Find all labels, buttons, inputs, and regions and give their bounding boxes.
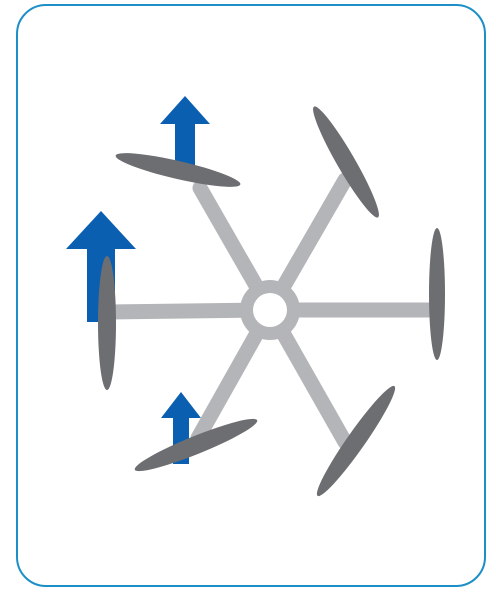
propeller-upper-right — [313, 106, 379, 218]
propeller-right — [429, 228, 445, 360]
propeller-left — [98, 256, 116, 390]
thrust-arrows — [66, 96, 210, 464]
hub-center-hole — [253, 293, 287, 327]
propeller-lower-left — [134, 418, 258, 472]
thrust-arrow-left — [66, 211, 136, 322]
propellers — [98, 106, 445, 497]
thrust-arrow-upper-left — [160, 96, 210, 175]
propeller-lower-right — [316, 385, 396, 497]
propeller-upper-left — [115, 153, 241, 187]
thrust-arrow-lower-left — [161, 392, 201, 464]
